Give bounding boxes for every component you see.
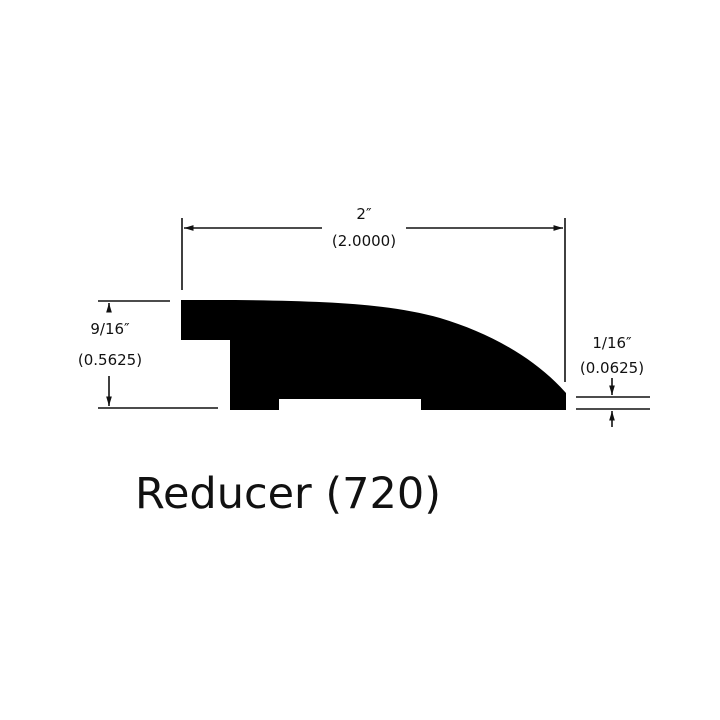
width-decimal-label: (2.0000) (332, 232, 396, 250)
height-fraction-label: 9/16″ (90, 320, 130, 338)
diagram-title: Reducer (720) (135, 469, 441, 519)
height-dimension (98, 300, 218, 409)
width-fraction-label: 2″ (356, 205, 372, 223)
width-dimension (181, 218, 566, 382)
edge-dimension (576, 378, 650, 427)
edge-decimal-label: (0.0625) (580, 359, 644, 377)
edge-fraction-label: 1/16″ (592, 334, 632, 352)
height-decimal-label: (0.5625) (78, 351, 142, 369)
reducer-profile (181, 300, 566, 410)
